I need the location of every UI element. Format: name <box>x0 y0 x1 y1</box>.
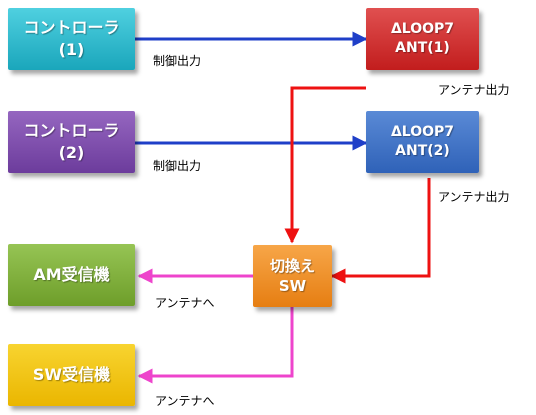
loop-ant-1-model: ΔLOOP7 <box>390 21 455 38</box>
controller-1-number: (1) <box>58 40 85 59</box>
antenna-output-1-label: アンテナ出力 <box>438 83 510 97</box>
antenna-output-2-label: アンテナ出力 <box>438 190 510 204</box>
loop-ant-2-name: ANT(2) <box>395 143 450 159</box>
antenna-line-1 <box>284 86 366 244</box>
loop-ant-2-model: ΔLOOP7 <box>390 124 455 141</box>
sw-receiver-label: SW受信機 <box>32 365 111 385</box>
controller-2-name: コントローラ <box>23 121 120 141</box>
to-antenna-sw-label: アンテナへ <box>155 394 215 408</box>
controller-2-box: コントローラ (2) <box>8 111 135 173</box>
am-receiver-box: AM受信機 <box>8 244 135 306</box>
loop-ant-1-box: ΔLOOP7 ANT(1) <box>366 8 479 70</box>
controller-1-name: コントローラ <box>23 18 120 38</box>
switch-box: 切換え SW <box>253 245 332 307</box>
controller-1-box: コントローラ (1) <box>8 8 135 70</box>
switch-abbr: SW <box>278 277 307 295</box>
control-output-1-label: 制御出力 <box>153 54 202 68</box>
control-output-2-label: 制御出力 <box>153 159 202 173</box>
controller-2-number: (2) <box>58 143 85 162</box>
loop-ant-2-box: ΔLOOP7 ANT(2) <box>366 111 479 173</box>
antenna-line-2 <box>330 178 431 284</box>
loop-ant-1-name: ANT(1) <box>395 40 450 56</box>
sw-receiver-box: SW受信機 <box>8 344 135 406</box>
receiver-line-sw <box>137 307 294 384</box>
am-receiver-label: AM受信機 <box>33 265 110 285</box>
switch-name: 切換え <box>269 256 315 275</box>
to-antenna-am-label: アンテナへ <box>155 296 215 310</box>
